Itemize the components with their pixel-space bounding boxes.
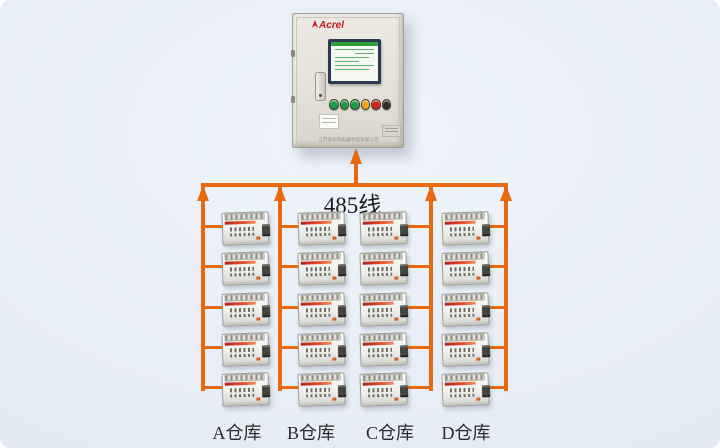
meter-device	[441, 332, 491, 367]
label-sticker	[319, 114, 339, 129]
device-stub-line	[403, 265, 431, 268]
meter-device	[297, 292, 347, 327]
column-line-b	[278, 187, 282, 391]
indicator-button	[360, 99, 370, 110]
rating-sticker	[382, 125, 401, 137]
column-line-c	[429, 187, 433, 391]
device-stub-line	[403, 346, 431, 349]
meter-device	[221, 211, 271, 246]
device-stub-line	[280, 265, 305, 268]
acrel-logo: Acrel	[312, 20, 344, 31]
device-stub-line	[485, 225, 506, 228]
lock-icon	[318, 93, 322, 97]
device-stub-line	[485, 346, 506, 349]
meter-device	[441, 292, 491, 327]
indicator-button	[329, 99, 339, 110]
device-stub-line	[403, 306, 431, 309]
meter-device	[297, 251, 347, 286]
arrow-up-icon	[350, 148, 362, 164]
device-stub-line	[203, 346, 229, 349]
hinge-icon	[291, 96, 295, 103]
meter-device	[221, 372, 271, 407]
control-cabinet: Acrel 江苏安科瑞电器制造有限公司	[291, 13, 404, 148]
meter-device	[221, 292, 271, 327]
logo-mark-icon	[312, 20, 318, 28]
column-line-a	[201, 187, 205, 391]
meter-device	[359, 372, 409, 407]
column-label-c: C仓库	[365, 423, 414, 443]
device-stub-line	[403, 386, 431, 389]
indicator-button	[350, 99, 360, 110]
device-stub-line	[280, 225, 305, 228]
meter-device	[221, 332, 271, 367]
indicator-buttons	[329, 99, 391, 110]
device-stub-line	[203, 386, 229, 389]
device-stub-line	[203, 306, 229, 309]
device-stub-line	[280, 306, 305, 309]
bus-line-485	[201, 183, 508, 187]
cabinet-bus-line	[354, 160, 358, 187]
meter-device	[297, 372, 347, 407]
column-label-d: D仓库	[441, 423, 491, 443]
meter-device	[221, 251, 271, 286]
device-stub-line	[485, 386, 506, 389]
device-stub-line	[485, 265, 506, 268]
screen-content	[331, 42, 378, 81]
meter-device	[359, 332, 409, 367]
meter-device	[441, 251, 491, 286]
hmi-screen	[328, 39, 381, 84]
indicator-button	[339, 99, 349, 110]
meter-device	[441, 372, 491, 407]
column-label-b: B仓库	[286, 423, 335, 443]
cabinet-footer-text: 江苏安科瑞电器制造有限公司	[317, 136, 379, 143]
column-line-d	[504, 187, 508, 391]
meter-device	[359, 211, 409, 246]
device-stub-line	[280, 386, 305, 389]
meter-device	[441, 211, 491, 246]
device-stub-line	[203, 225, 229, 228]
cabinet-door	[296, 17, 400, 144]
device-stub-line	[485, 306, 506, 309]
indicator-button	[371, 99, 381, 110]
meter-device	[359, 251, 409, 286]
brand-text: Acrel	[319, 20, 345, 31]
meter-device	[297, 211, 347, 246]
device-stub-line	[280, 346, 305, 349]
column-label-a: A仓库	[212, 423, 262, 443]
indicator-button	[381, 99, 391, 110]
meter-device	[359, 292, 409, 327]
device-stub-line	[403, 225, 431, 228]
device-stub-line	[203, 265, 229, 268]
meter-device	[297, 332, 347, 367]
hinge-icon	[291, 50, 295, 57]
door-handle	[315, 72, 326, 101]
